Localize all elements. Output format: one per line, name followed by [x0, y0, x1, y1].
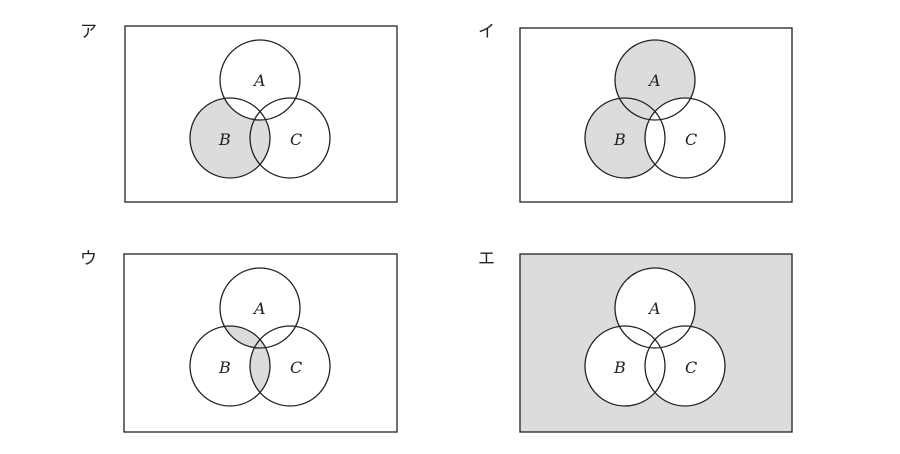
panel-e: エ A B C: [478, 249, 793, 433]
circle-c: [644, 325, 726, 407]
universal-set-frame: [519, 27, 793, 203]
option-label-a: ア: [80, 22, 97, 42]
panel-a: ア A B C: [80, 22, 398, 203]
set-label-b: B: [613, 358, 626, 377]
set-label-b: B: [218, 130, 231, 149]
panel-u: ウ A B C: [80, 249, 398, 433]
set-label-b: B: [218, 358, 231, 377]
circle-c: [249, 325, 331, 407]
panel-i: イ A B C: [478, 22, 793, 203]
set-label-a: A: [252, 299, 266, 318]
set-label-c: C: [685, 130, 697, 149]
universal-set-frame: [123, 253, 398, 433]
circle-b: [584, 325, 666, 407]
set-label-a: A: [252, 71, 266, 90]
set-label-c: C: [685, 358, 697, 377]
option-label-e: エ: [478, 249, 495, 269]
circle-b: [189, 325, 271, 407]
circle-c: [644, 97, 726, 179]
circle-a: [219, 39, 301, 121]
circle-c: [249, 97, 331, 179]
set-label-b: B: [613, 130, 626, 149]
shaded-region-ab-or-bc: [220, 326, 270, 406]
set-label-a: A: [647, 71, 661, 90]
circle-a: [614, 267, 696, 349]
set-label-c: C: [290, 358, 302, 377]
shaded-region-b-minus-a: [190, 98, 270, 178]
universal-set-frame: [519, 253, 793, 433]
set-label-c: C: [290, 130, 302, 149]
shaded-region-outside-all: [520, 254, 792, 432]
option-label-i: イ: [478, 22, 495, 42]
circle-a: [614, 39, 696, 121]
circle-b: [584, 97, 666, 179]
option-label-u: ウ: [80, 249, 97, 269]
universal-set-frame: [124, 25, 398, 203]
circle-a: [219, 267, 301, 349]
circle-b: [189, 97, 271, 179]
set-label-a: A: [647, 299, 661, 318]
shaded-region-a-or-b-minus-c: [585, 40, 695, 178]
